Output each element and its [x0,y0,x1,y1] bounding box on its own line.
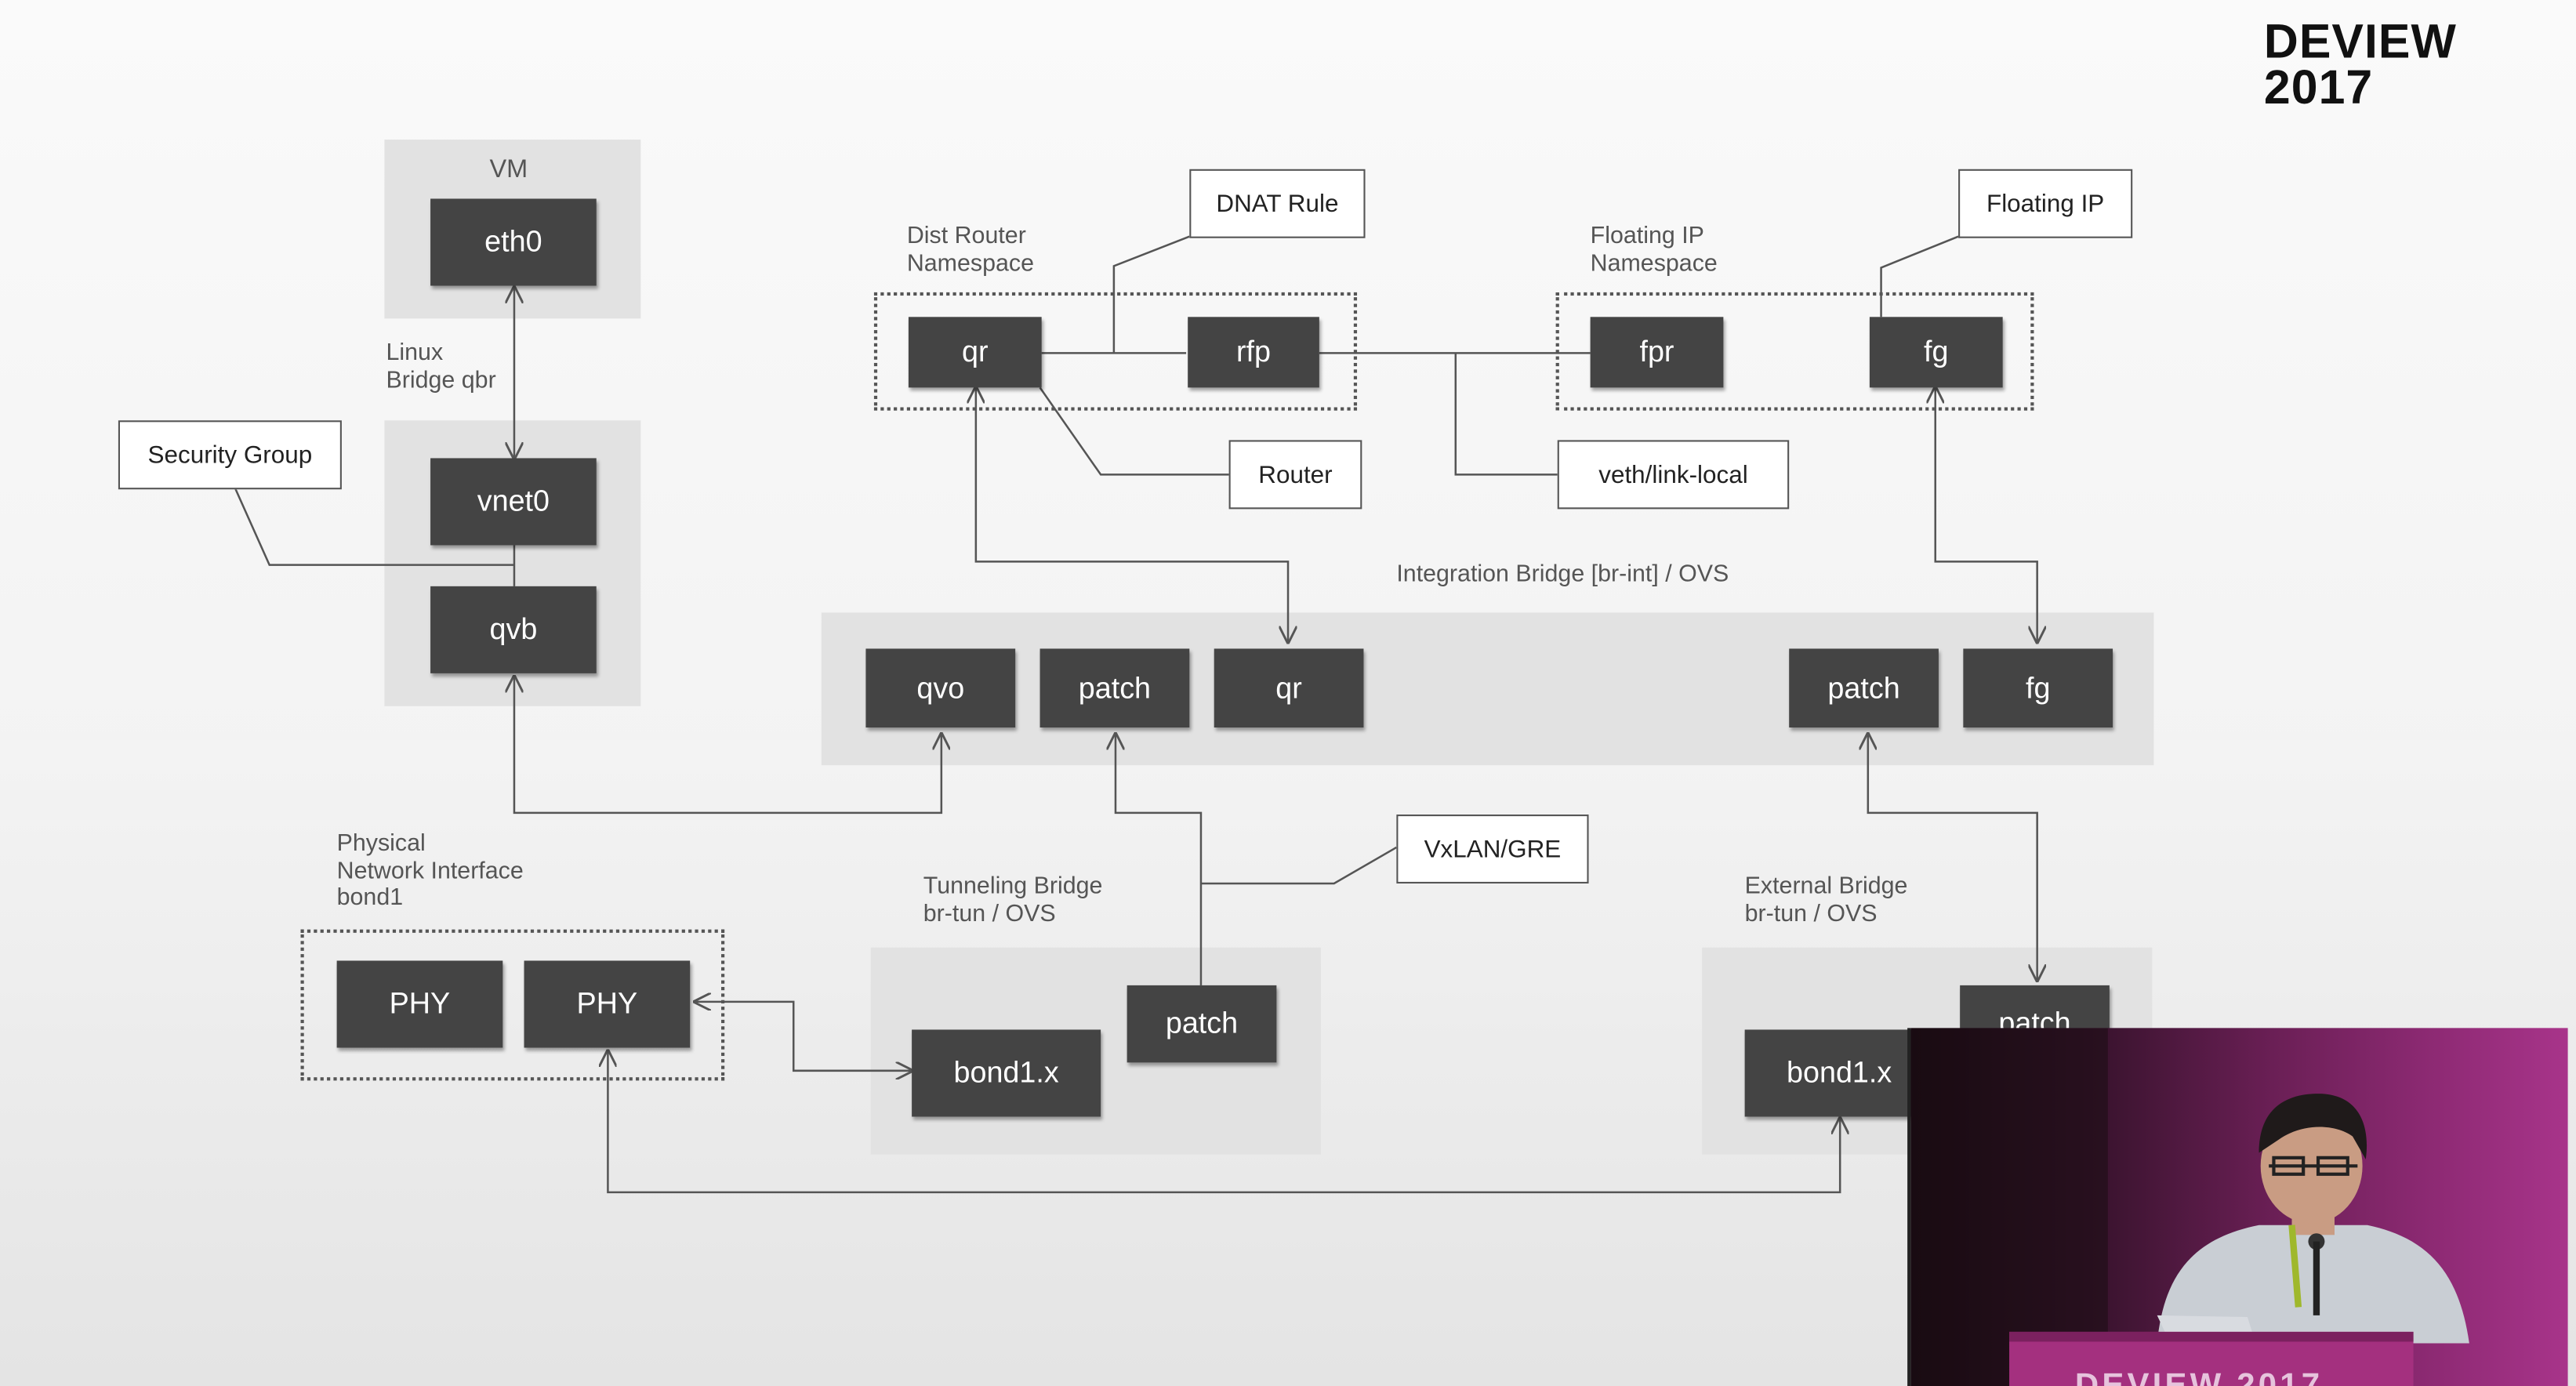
phy-node-1: PHY [336,960,503,1048]
fpr-node: fpr [1590,317,1724,388]
eth0-node: eth0 [430,198,597,286]
linux-bridge-label: Linux Bridge qbr [386,339,496,394]
router-callout: Router [1228,440,1362,510]
dnat-rule-callout: DNAT Rule [1189,169,1366,238]
bond-tunneling-node: bond1.x [912,1029,1101,1117]
deview-logo: DEVIEW 2017 [2263,16,2457,115]
speaker-figure [1910,1028,2469,1386]
vxlan-gre-callout: VxLAN/GRE [1396,815,1589,884]
fg-namespace-node: fg [1869,317,2003,388]
qr-integration-node: qr [1214,648,1364,727]
external-bridge-label: External Bridge br-tun / OVS [1744,873,1908,927]
phy-node-2: PHY [524,960,691,1048]
podium-text: DEVIEW 2017 [2075,1368,2323,1386]
dist-router-namespace-label: Dist Router Namespace [906,223,1034,277]
patch-integration-node-2: patch [1789,648,1939,727]
patch-integration-node-1: patch [1039,648,1190,727]
fg-integration-node: fg [1963,648,2113,727]
qvb-node: qvb [430,586,597,673]
integration-bridge-label: Integration Bridge [br-int] / OVS [1396,561,1729,588]
floating-ip-callout: Floating IP [1958,169,2133,238]
qr-namespace-node: qr [908,317,1042,388]
security-group-callout: Security Group [118,420,342,490]
vnet0-node: vnet0 [430,458,597,546]
bond-external-node: bond1.x [1744,1029,1934,1117]
physical-nic-label: Physical Network Interface bond1 [336,830,524,912]
veth-link-local-callout: veth/link-local [1557,440,1790,510]
vm-label: VM [489,156,528,184]
floating-ip-namespace-label: Floating IP Namespace [1590,223,1718,277]
rfp-node: rfp [1188,317,1319,388]
speaker-video: DEVIEW 2017 [1907,1028,2568,1386]
patch-tunneling-node: patch [1127,985,1277,1063]
floating-ip-namespace-outline [1555,292,2034,411]
tunneling-bridge-label: Tunneling Bridge br-tun / OVS [923,873,1103,927]
qvo-node: qvo [865,648,1016,727]
